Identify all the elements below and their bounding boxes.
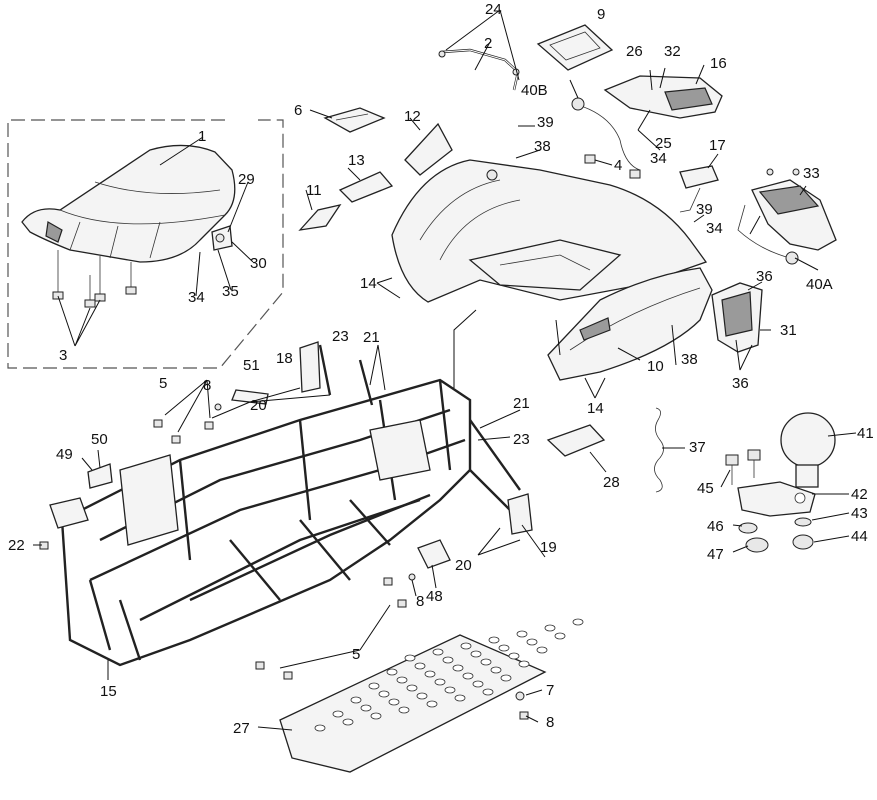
callout-22: 22 <box>8 537 25 554</box>
hitch-hardware <box>725 449 814 553</box>
callout-30: 30 <box>250 255 267 272</box>
callout-36-top: 36 <box>756 268 773 285</box>
callout-19: 19 <box>540 539 557 556</box>
callout-41: 41 <box>857 425 874 442</box>
callout-10: 10 <box>647 358 664 375</box>
callout-37: 37 <box>689 439 706 456</box>
rack-bar-part <box>438 48 520 91</box>
callout-35: 35 <box>222 283 239 300</box>
mud-flap-part <box>711 282 763 353</box>
callout-40a: 40A <box>806 276 833 293</box>
callout-45: 45 <box>697 480 714 497</box>
callout-9: 9 <box>597 6 605 23</box>
callout-5-bottom: 5 <box>352 646 360 663</box>
callout-20-top: 20 <box>250 397 267 414</box>
seat-latch-bracket <box>211 225 233 251</box>
callout-5-top: 5 <box>159 375 167 392</box>
callout-51: 51 <box>243 357 260 374</box>
callout-17: 17 <box>709 137 726 154</box>
callout-32: 32 <box>664 43 681 60</box>
callout-4: 4 <box>614 157 622 174</box>
cover-part-28 <box>546 424 606 457</box>
callout-27: 27 <box>233 720 250 737</box>
seat-group <box>7 119 284 369</box>
front-light-housing-part <box>751 168 837 251</box>
loose-fasteners <box>39 154 641 720</box>
callout-24: 24 <box>485 1 502 18</box>
bracket-part-51 <box>231 389 269 405</box>
rear-reflector-part <box>679 165 719 213</box>
callout-23-right: 23 <box>513 431 530 448</box>
heat-shield-part-11 <box>298 204 342 231</box>
callout-25: 25 <box>655 135 672 152</box>
callout-23-top: 23 <box>332 328 349 345</box>
callout-33: 33 <box>803 165 820 182</box>
callout-46: 46 <box>707 518 724 535</box>
callout-39-top: 39 <box>537 114 554 131</box>
callout-28: 28 <box>603 474 620 491</box>
callout-26: 26 <box>626 43 643 60</box>
cover-plate-part-12 <box>404 122 453 176</box>
callout-12: 12 <box>404 108 421 125</box>
wiring-harness-rear <box>571 97 641 171</box>
callout-44: 44 <box>851 528 868 545</box>
callout-21-top: 21 <box>363 329 380 346</box>
callout-34-seat: 34 <box>188 289 205 306</box>
callout-labels: 1 2 3 4 5 5 6 7 8 8 8 9 10 11 12 13 14 1… <box>8 1 874 737</box>
callout-16: 16 <box>710 55 727 72</box>
spring-part-37 <box>654 407 664 493</box>
cover-plate-part-13 <box>338 171 394 203</box>
seat-group-dashed-box <box>7 119 284 369</box>
callout-1: 1 <box>198 128 206 145</box>
callout-8-middle: 8 <box>416 593 424 610</box>
callout-50: 50 <box>91 431 108 448</box>
hitch-plate-part <box>737 481 816 517</box>
floorboard-holes <box>314 618 584 732</box>
floorboard-part <box>279 618 584 773</box>
callout-40b: 40B <box>521 82 548 99</box>
bracket-part-48 <box>417 539 451 569</box>
seat-part <box>21 144 236 263</box>
callout-43: 43 <box>851 505 868 522</box>
main-frame-part <box>49 344 521 667</box>
callout-31: 31 <box>780 322 797 339</box>
callout-8-bottom: 8 <box>546 714 554 731</box>
callout-38-top: 38 <box>534 138 551 155</box>
leader-lines <box>33 9 857 731</box>
callout-8-top: 8 <box>203 377 211 394</box>
callout-6: 6 <box>294 102 302 119</box>
callout-47: 47 <box>707 546 724 563</box>
lamp-socket-40a <box>737 204 799 265</box>
callout-49: 49 <box>56 446 73 463</box>
bracket-part-49 <box>87 463 113 489</box>
wrench-tool-part <box>323 107 386 133</box>
tail-light-housing-part <box>603 75 723 119</box>
right-fender-part <box>547 267 713 381</box>
callout-34-front: 34 <box>706 220 723 237</box>
callout-38-right: 38 <box>681 351 698 368</box>
callout-48: 48 <box>426 588 443 605</box>
rear-fender-body <box>391 159 708 303</box>
callout-2: 2 <box>484 35 492 52</box>
callout-13: 13 <box>348 152 365 169</box>
tow-ball-part <box>780 412 836 488</box>
callout-14-right: 14 <box>587 400 604 417</box>
callout-7: 7 <box>546 682 554 699</box>
callout-21-right: 21 <box>513 395 530 412</box>
callout-11: 11 <box>306 182 322 199</box>
callout-18: 18 <box>276 350 293 367</box>
bracket-part-19 <box>507 493 533 535</box>
callout-42: 42 <box>851 486 868 503</box>
toolbox-lid-part <box>536 24 614 71</box>
callout-29: 29 <box>238 171 255 188</box>
callout-14-left: 14 <box>360 275 377 292</box>
callout-34-rear: 34 <box>650 150 667 167</box>
bracket-part-18 <box>299 341 321 393</box>
callout-15: 15 <box>100 683 117 700</box>
callout-20-bottom: 20 <box>455 557 472 574</box>
callout-39-right: 39 <box>696 201 713 218</box>
callout-3: 3 <box>59 347 67 364</box>
callout-36-bottom: 36 <box>732 375 749 392</box>
